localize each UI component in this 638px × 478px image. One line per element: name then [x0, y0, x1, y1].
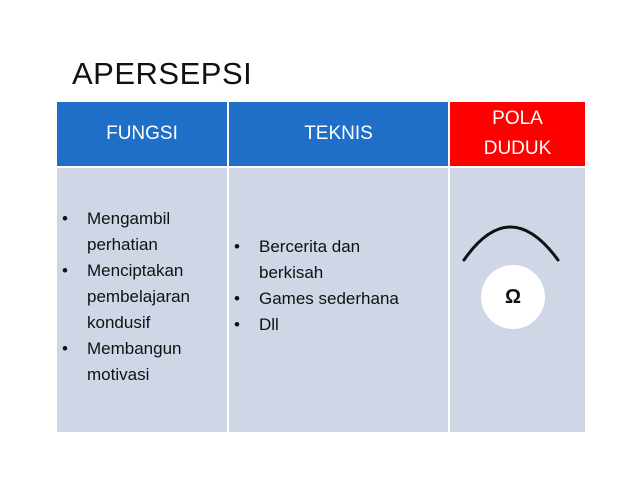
header-pola-duduk: POLA DUDUK [450, 102, 585, 166]
teknis-list: • Bercerita dan berkisah • Games sederha… [231, 234, 446, 338]
cell-fungsi [57, 168, 227, 432]
list-item: • Dll [231, 312, 446, 338]
apersepsi-table: FUNGSI TEKNIS POLA DUDUK • Mengambil per… [57, 102, 585, 432]
list-item: • Menciptakan pembelajaran kondusif [59, 258, 227, 336]
seating-arc-icon [462, 225, 560, 262]
header-teknis-label: TEKNIS [304, 123, 373, 144]
bullet: • [62, 261, 68, 280]
list-item: • Bercerita dan berkisah [231, 234, 446, 286]
list-item-line: perhatian [87, 235, 158, 254]
list-item: • Membangun motivasi [59, 336, 227, 388]
list-item-line: pembelajaran [87, 287, 191, 306]
list-item-line: Membangun [87, 339, 182, 358]
cell-teknis [229, 168, 448, 432]
list-item-line: Bercerita dan [259, 237, 361, 256]
bullet: • [234, 289, 240, 308]
bullet: • [62, 209, 68, 228]
bullet: • [234, 315, 240, 334]
header-fungsi-label: FUNGSI [106, 123, 178, 144]
seating-circle: Ω [481, 265, 545, 329]
list-item-line: Games sederhana [259, 289, 399, 308]
fungsi-list: • Mengambil perhatian • Menciptakan pemb… [59, 206, 227, 388]
list-item: • Games sederhana [231, 286, 446, 312]
list-item-line: Dll [259, 315, 279, 334]
bullet: • [234, 237, 240, 256]
header-teknis: TEKNIS [229, 102, 448, 166]
header-fungsi: FUNGSI [57, 102, 227, 166]
list-item-line: Menciptakan [87, 261, 184, 280]
slide-title: APERSEPSI [72, 56, 253, 91]
omega-symbol: Ω [504, 285, 522, 308]
header-pola-label: POLA [492, 108, 543, 129]
list-item: • Mengambil perhatian [59, 206, 227, 258]
header-duduk-label: DUDUK [483, 138, 552, 159]
list-item-line: kondusif [87, 313, 151, 332]
list-item-line: berkisah [259, 263, 324, 282]
list-item-line: motivasi [87, 365, 150, 384]
bullet: • [62, 339, 68, 358]
list-item-line: Mengambil [87, 209, 171, 228]
